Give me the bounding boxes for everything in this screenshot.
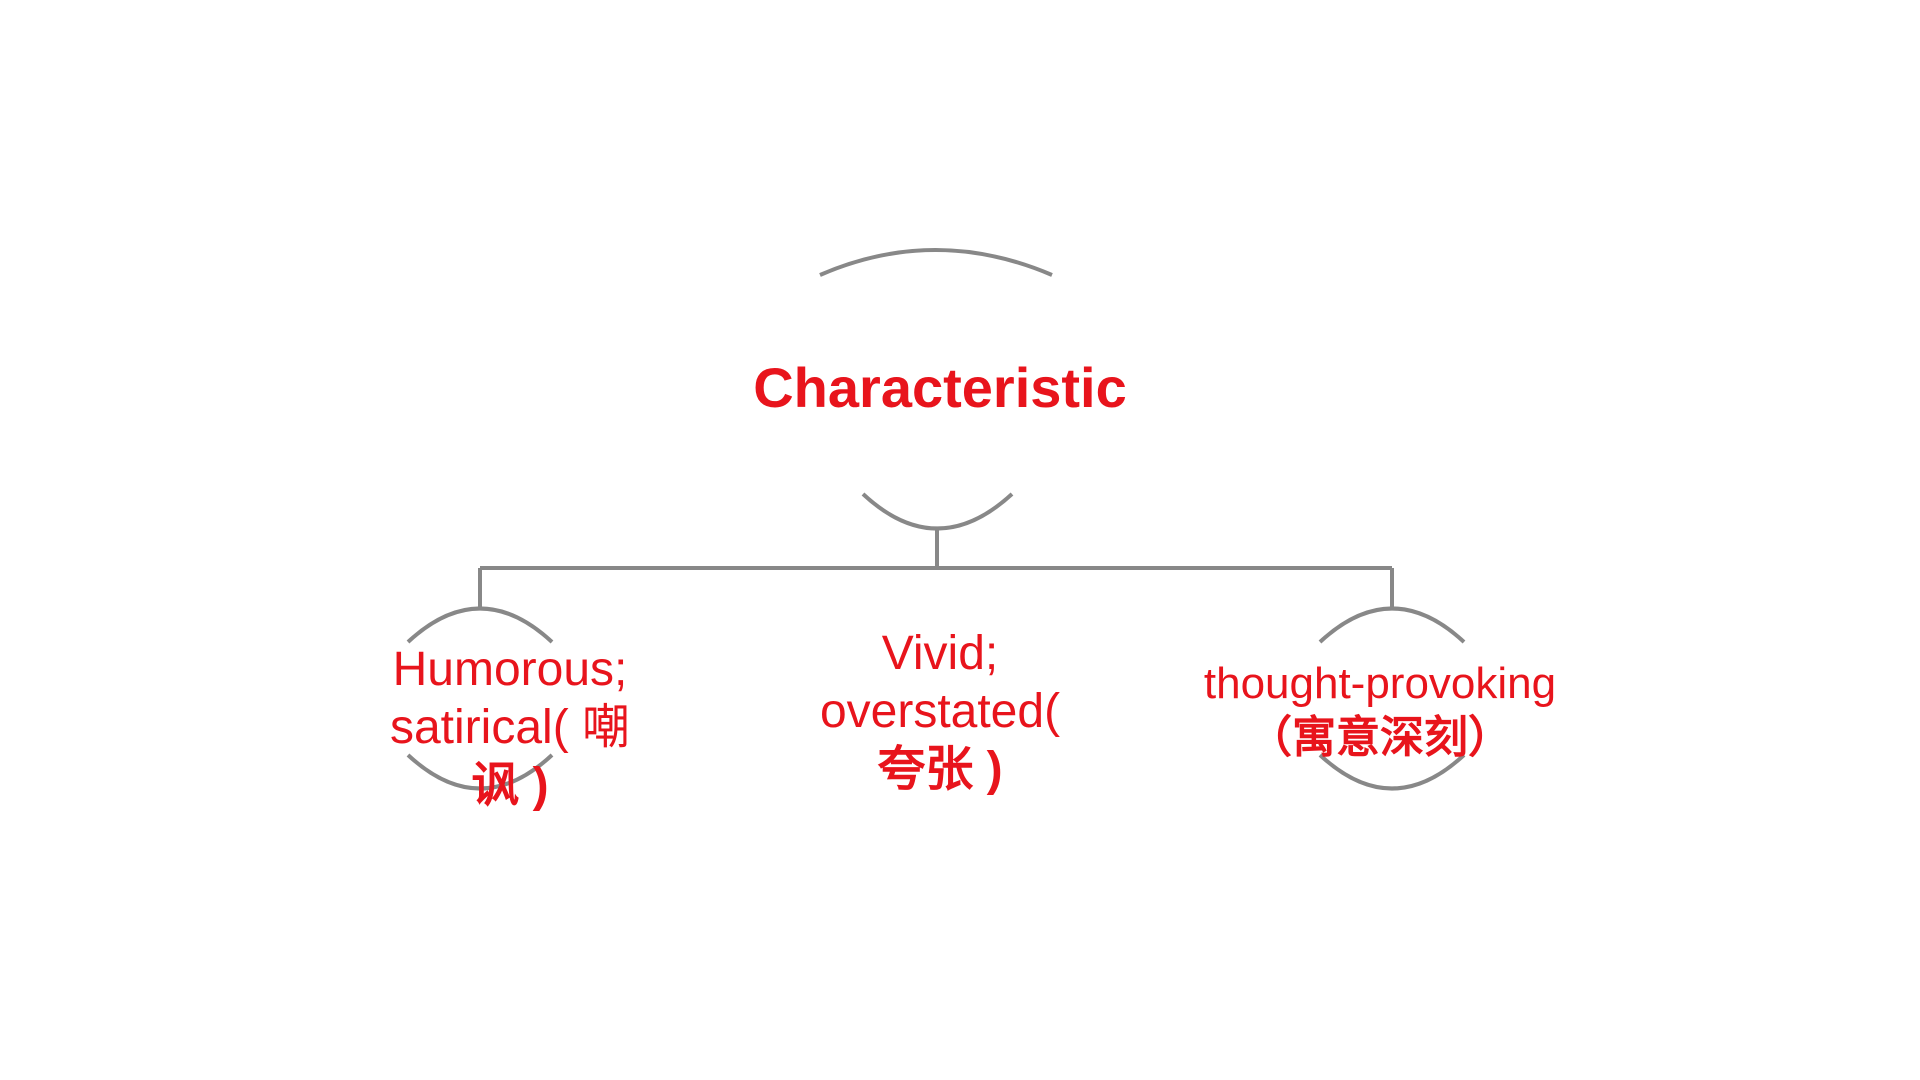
child-node-line: Humorous; [392, 643, 628, 696]
left-node-arc-bottom [406, 753, 554, 791]
left-node-arc-top [406, 606, 554, 644]
child-node-line: Vivid; [881, 627, 999, 680]
child-node-line: overstated( [819, 685, 1061, 738]
child-node-line: 讽 ) [471, 759, 549, 812]
child-node-humorous: Humorous; satirical( 嘲 讽 ) [330, 646, 690, 810]
child-node-thought-provoking: thought-provoking （寓意深刻） [1170, 662, 1590, 760]
child-node-line: thought-provoking [1203, 659, 1557, 708]
root-node-label: Characteristic [660, 360, 1220, 416]
root-arc-top [819, 248, 1053, 277]
child-node-vivid: Vivid; overstated( 夸张 ) [760, 630, 1120, 794]
child-node-line: satirical( 嘲 [389, 701, 631, 754]
root-arc-bottom [861, 492, 1014, 531]
child-node-line: 夸张 ) [877, 743, 1003, 796]
right-node-arc-bottom [1318, 753, 1466, 791]
child-node-line: （寓意深刻） [1248, 713, 1512, 762]
root-node-title: Characteristic [753, 356, 1127, 419]
right-node-arc-top [1318, 606, 1466, 644]
